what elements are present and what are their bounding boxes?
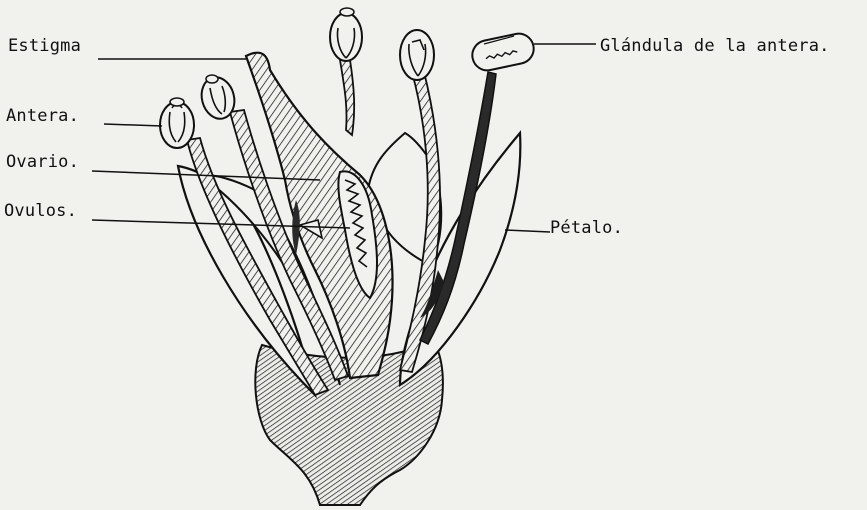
anther-4 bbox=[400, 30, 434, 80]
anther-gland bbox=[470, 31, 537, 73]
label-glandula: Glándula de la antera. bbox=[600, 36, 830, 56]
anther-1 bbox=[160, 98, 194, 148]
label-estigma: Estigma bbox=[8, 36, 81, 56]
label-antera: Antera. bbox=[6, 106, 79, 126]
anther-3 bbox=[330, 8, 362, 61]
label-ovario: Ovario. bbox=[6, 152, 79, 172]
leader-antera bbox=[104, 124, 162, 126]
leader-petalo bbox=[505, 230, 550, 232]
filament-3 bbox=[340, 60, 354, 135]
label-petalo: Pétalo. bbox=[550, 218, 623, 238]
label-ovulos: Ovulos. bbox=[4, 201, 77, 221]
